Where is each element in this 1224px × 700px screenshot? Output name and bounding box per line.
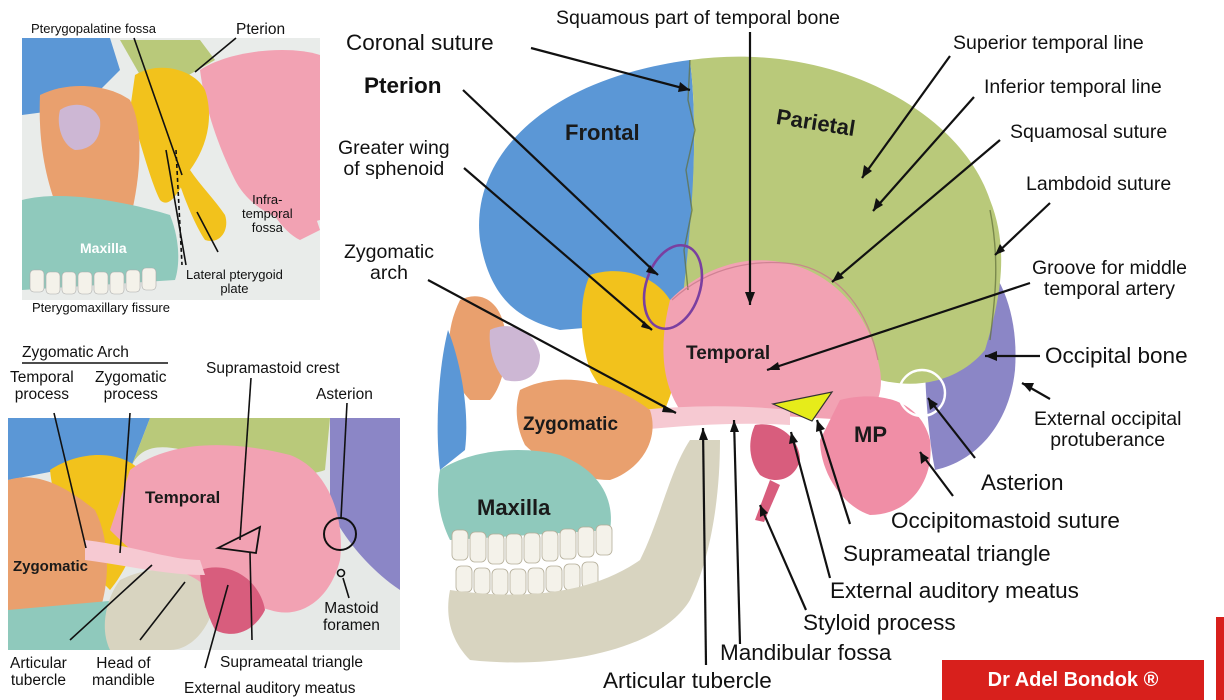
label-pterion: Pterion [364, 74, 442, 98]
label-occipitomastoid-suture: Occipitomastoid suture [891, 509, 1120, 533]
label-pterygopalatine-fossa: Pterygopalatine fossa [31, 22, 156, 36]
brand-banner: Dr Adel Bondok ® [942, 660, 1204, 700]
label-infratemporal-fossa: Infra- temporal fossa [242, 193, 293, 235]
label-pterion-small: Pterion [236, 22, 285, 39]
label-supramastoid-crest: Supramastoid crest [206, 361, 340, 378]
label-inferior-temporal-line: Inferior temporal line [984, 77, 1162, 98]
label-temporal-process: Temporal process [10, 370, 74, 403]
label-external-auditory-meatus-small: External auditory meatus [184, 681, 355, 698]
label-temporal-small: Temporal [145, 488, 220, 508]
label-zygomatic-small: Zygomatic [13, 558, 88, 575]
label-occipital-bone: Occipital bone [1045, 344, 1188, 368]
label-squamosal-suture: Squamosal suture [1010, 122, 1167, 143]
brand-edge [1216, 617, 1224, 700]
label-temporal: Temporal [686, 343, 770, 365]
label-greater-wing-sphenoid: Greater wing of sphenoid [338, 138, 450, 180]
label-asterion: Asterion [981, 471, 1064, 495]
label-head-of-mandible: Head of mandible [92, 656, 155, 689]
label-groove-middle-temporal-artery: Groove for middle temporal artery [1032, 258, 1187, 300]
label-zygomatic-arch-small: Zygomatic Arch [22, 345, 129, 362]
label-lambdoid-suture: Lambdoid suture [1026, 174, 1171, 195]
label-maxilla-small: Maxilla [80, 240, 127, 256]
label-superior-temporal-line: Superior temporal line [953, 33, 1144, 54]
label-zygomatic-process: Zygomatic process [95, 370, 167, 403]
label-mp: MP [854, 422, 887, 448]
label-articular-tubercle-small: Articular tubercle [10, 656, 67, 689]
label-lateral-pterygoid-plate: Lateral pterygoid plate [186, 268, 283, 296]
label-mastoid-foramen: Mastoid foramen [323, 601, 380, 634]
label-mandibular-fossa: Mandibular fossa [720, 641, 891, 665]
label-suprameatal-triangle-small: Suprameatal triangle [220, 655, 363, 672]
label-pterygomaxillary-fissure: Pterygomaxillary fissure [32, 301, 170, 315]
label-maxilla: Maxilla [477, 495, 550, 521]
label-styloid-process: Styloid process [803, 611, 956, 635]
label-articular-tubercle: Articular tubercle [603, 669, 772, 693]
label-external-occipital-protuberance: External occipital protuberance [1034, 409, 1181, 451]
label-zygomatic-arch: Zygomatic arch [344, 242, 434, 284]
label-frontal: Frontal [565, 120, 640, 146]
label-squamous-part: Squamous part of temporal bone [556, 8, 840, 29]
label-asterion-small: Asterion [316, 387, 373, 404]
label-zygomatic: Zygomatic [523, 414, 618, 436]
label-suprameatal-triangle: Suprameatal triangle [843, 542, 1051, 566]
label-external-auditory-meatus: External auditory meatus [830, 579, 1079, 603]
label-coronal-suture: Coronal suture [346, 31, 494, 55]
